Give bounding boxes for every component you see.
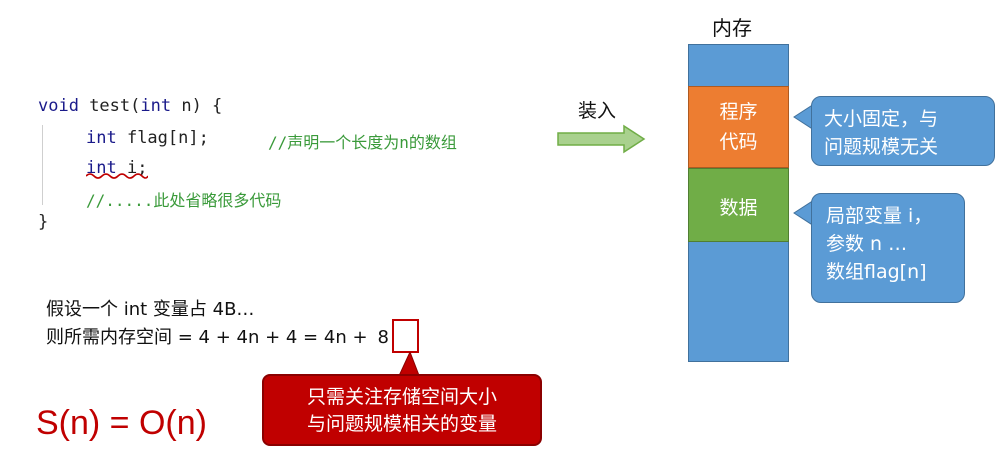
memory-code-segment: 程序 代码 bbox=[688, 86, 789, 168]
callout-text: 问题规模无关 bbox=[824, 136, 939, 158]
code-comment-array: //声明一个长度为n的数组 bbox=[268, 133, 457, 152]
highlighted-constant: 8 bbox=[377, 327, 389, 348]
code-line-5: } bbox=[38, 212, 49, 232]
formula-text: 则所需内存空间 = 4 + 4n + 4 = 4n + bbox=[46, 327, 368, 348]
callout-text: 大小固定，与 bbox=[824, 108, 939, 130]
keyword-void: void bbox=[38, 96, 79, 116]
code-text: flag[n]; bbox=[116, 128, 209, 148]
callout-text: 数组flag[n] bbox=[826, 261, 927, 283]
code-text: test( bbox=[78, 96, 141, 116]
red-note-callout: 只需关注存储空间大小 与问题规模相关的变量 bbox=[262, 374, 542, 446]
assumption-line-2: 则所需内存空间 = 4 + 4n + 4 = 4n + 8 bbox=[46, 324, 389, 352]
space-complexity: S(n) = O(n) bbox=[36, 404, 207, 442]
code-text: n) { bbox=[171, 96, 223, 116]
code-line-2: int flag[n]; bbox=[86, 128, 209, 148]
callout-text: 局部变量 i， bbox=[826, 205, 933, 227]
code-size-callout: 大小固定，与 问题规模无关 bbox=[811, 96, 995, 166]
red-note-line-1: 只需关注存储空间大小 bbox=[306, 386, 497, 408]
load-arrow-label: 装入 bbox=[578, 100, 617, 122]
assumption-line-1: 假设一个 int 变量占 4B… bbox=[46, 299, 255, 320]
code-comment-omitted: //.....此处省略很多代码 bbox=[86, 191, 282, 210]
callout-text: 参数 n … bbox=[826, 233, 908, 255]
data-callout: 局部变量 i， 参数 n … 数组flag[n] bbox=[811, 193, 965, 303]
keyword-int: int bbox=[140, 96, 172, 116]
highlight-box bbox=[392, 319, 419, 353]
code-line-3: int i; bbox=[86, 158, 147, 178]
indent-guide bbox=[42, 125, 43, 205]
code-line-1: void test(int n) { bbox=[38, 96, 222, 116]
memory-data-segment: 数据 bbox=[688, 168, 789, 242]
red-callout-pointer bbox=[397, 352, 421, 378]
keyword-int: int bbox=[86, 158, 117, 178]
code-text: i; bbox=[116, 158, 148, 178]
red-note-line-2: 与问题规模相关的变量 bbox=[306, 413, 497, 435]
red-squiggle-underline bbox=[86, 173, 148, 179]
code-segment-label-1: 程序 bbox=[719, 101, 758, 123]
memory-title: 内存 bbox=[712, 16, 752, 40]
code-segment-label-2: 代码 bbox=[719, 131, 758, 153]
keyword-int: int bbox=[86, 128, 117, 148]
assumption-text: 假设一个 int 变量占 4B… 则所需内存空间 = 4 + 4n + 4 = … bbox=[46, 296, 389, 352]
load-arrow-icon bbox=[557, 124, 646, 154]
